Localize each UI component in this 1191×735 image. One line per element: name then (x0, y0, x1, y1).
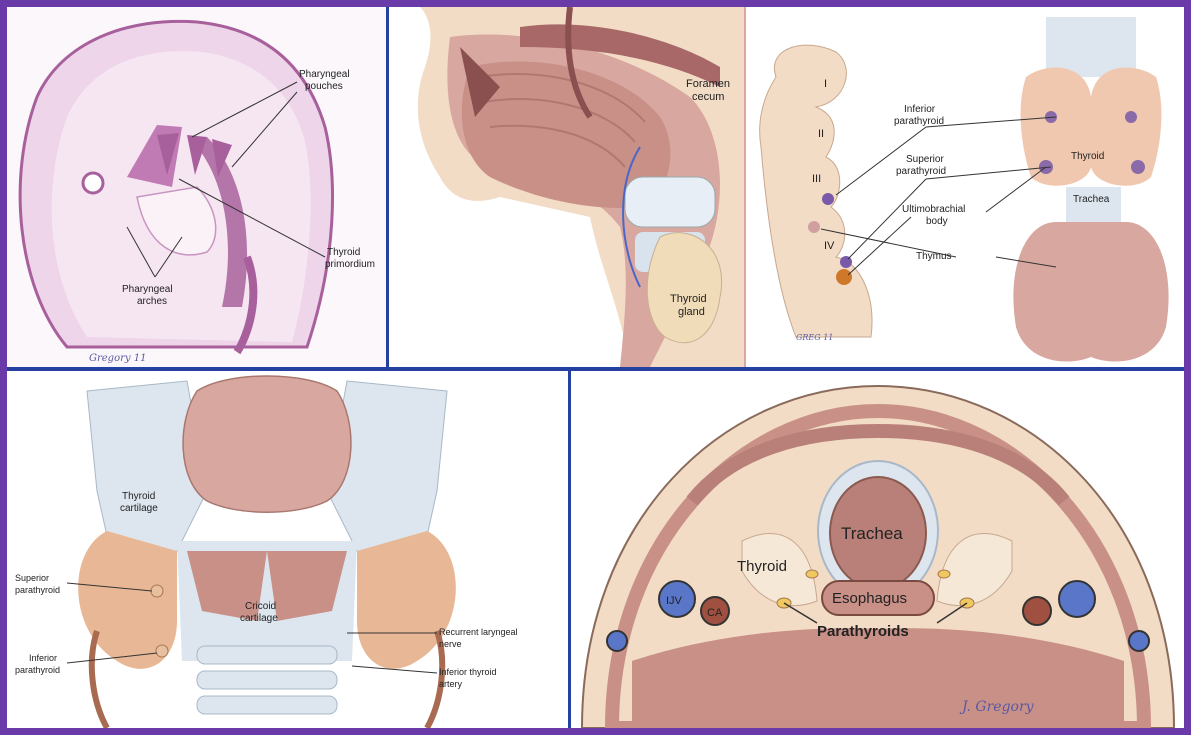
label-cs-trachea: Trachea (841, 524, 903, 543)
label-inferior-artery-2: artery (439, 679, 463, 689)
label-thyroid-cartilage-2: cartilage (120, 503, 158, 514)
divider-bottom (568, 371, 571, 728)
larynx-diagram: Thyroid cartilage Cricoid cartilage Supe… (7, 371, 568, 728)
larynx-panel: Thyroid cartilage Cricoid cartilage Supe… (7, 371, 568, 728)
label-cs-thyroid: Thyroid (737, 558, 787, 575)
label-trachea: Trachea (1073, 194, 1110, 205)
sagittal-panel: Foramen cecum Thyroid gland (390, 7, 746, 367)
label-thyroid: Thyroid (1071, 151, 1104, 162)
label-thyroid-gland-2: gland (678, 306, 705, 318)
label-larynx-inferior-parathyroid-2: parathyroid (15, 665, 60, 675)
label-pharyngeal-pouches: Pharyngeal (299, 69, 350, 80)
label-ca: CA (707, 607, 723, 619)
label-thyroid-cartilage: Thyroid (122, 491, 155, 502)
label-pharyngeal-arches-2: arches (137, 296, 167, 307)
pouches-panel: I II III IV Inferior parathyroid Superio… (746, 7, 1184, 367)
label-foramen-cecum-2: cecum (692, 91, 724, 103)
embryo-diagram: Pharyngeal pouches Thyroid primordium Ph… (7, 7, 386, 367)
label-roman-3: III (812, 173, 821, 185)
label-pharyngeal-pouches-2: pouches (305, 81, 343, 92)
label-roman-1: I (824, 78, 827, 90)
label-larynx-superior-parathyroid: Superior (15, 573, 49, 583)
label-cricoid-cartilage-2: cartilage (240, 613, 278, 624)
label-pharyngeal-arches: Pharyngeal (122, 284, 173, 295)
divider-horizontal (7, 367, 1184, 371)
label-roman-4: IV (824, 240, 835, 252)
divider-top-2 (744, 7, 746, 368)
label-inferior-parathyroid-2: parathyroid (894, 116, 944, 127)
label-cricoid-cartilage: Cricoid (245, 601, 276, 612)
label-ultimobranchial-2: body (926, 216, 948, 227)
label-ijv: IJV (666, 595, 683, 607)
pouches-signature: GREG 11 (796, 333, 833, 342)
sagittal-diagram: Foramen cecum Thyroid gland (390, 7, 746, 367)
label-larynx-inferior-parathyroid: Inferior (29, 653, 57, 663)
label-ultimobranchial: Ultimobrachial (902, 204, 965, 215)
label-superior-parathyroid-2: parathyroid (896, 166, 946, 177)
pouches-diagram: I II III IV Inferior parathyroid Superio… (746, 7, 1184, 367)
embryo-signature: Gregory 11 (89, 353, 146, 364)
divider-top-1 (386, 7, 389, 368)
label-cs-esophagus: Esophagus (832, 590, 907, 607)
cs-signature: J. Gregory (959, 699, 1035, 715)
label-thyroid-primordium-2: primordium (325, 259, 375, 270)
label-roman-2: II (818, 128, 824, 140)
embryo-panel: Pharyngeal pouches Thyroid primordium Ph… (7, 7, 386, 367)
crosssection-diagram: Trachea Thyroid Esophagus IJV CA Parathy… (572, 371, 1184, 728)
label-thyroid-gland: Thyroid (670, 293, 707, 305)
label-parathyroids: Parathyroids (817, 623, 909, 640)
label-inferior-parathyroid: Inferior (904, 104, 936, 115)
label-thymus: Thymus (916, 251, 952, 262)
label-foramen-cecum: Foramen (686, 78, 730, 90)
label-thyroid-primordium: Thyroid (327, 247, 360, 258)
label-recurrent-nerve: Recurrent laryngeal (439, 627, 518, 637)
crosssection-panel: Trachea Thyroid Esophagus IJV CA Parathy… (572, 371, 1184, 728)
label-superior-parathyroid: Superior (906, 154, 944, 165)
label-larynx-superior-parathyroid-2: parathyroid (15, 585, 60, 595)
label-inferior-artery: Inferior thyroid (439, 667, 497, 677)
label-recurrent-nerve-2: nerve (439, 639, 462, 649)
